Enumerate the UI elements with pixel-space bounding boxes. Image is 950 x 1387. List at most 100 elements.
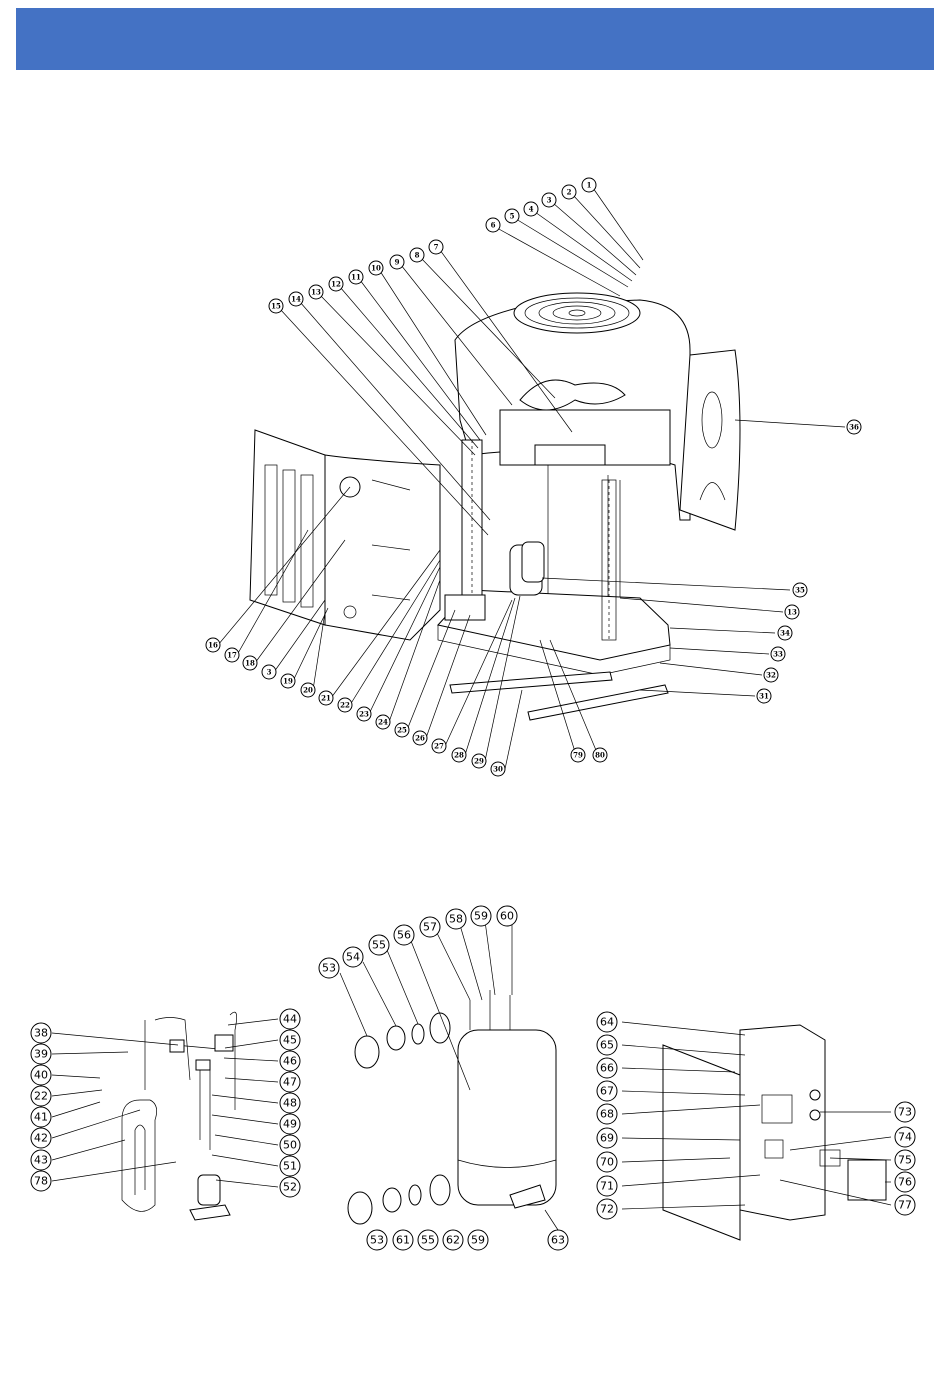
svg-text:11: 11 bbox=[351, 273, 361, 282]
svg-text:51: 51 bbox=[283, 1160, 297, 1173]
svg-text:38: 38 bbox=[34, 1027, 48, 1040]
callout-label: 76 bbox=[895, 1172, 915, 1192]
svg-text:43: 43 bbox=[34, 1154, 48, 1167]
callout-label: 28 bbox=[452, 748, 466, 762]
callout-label: 4 bbox=[524, 202, 538, 216]
svg-text:75: 75 bbox=[898, 1154, 912, 1167]
callout-label: 77 bbox=[895, 1195, 915, 1215]
callout-label: 25 bbox=[395, 723, 409, 737]
callout-label: 9 bbox=[390, 255, 404, 269]
svg-text:70: 70 bbox=[600, 1156, 614, 1169]
svg-text:20: 20 bbox=[303, 686, 313, 695]
callout-label: 18 bbox=[243, 656, 257, 670]
refrigerant-callouts: 38 39 40 22 41 42 43 78 44 45 46 47 48 4… bbox=[31, 1009, 300, 1197]
svg-text:55: 55 bbox=[421, 1234, 435, 1247]
callout-label: 47 bbox=[280, 1072, 300, 1092]
callout-label: 43 bbox=[31, 1150, 51, 1170]
svg-text:63: 63 bbox=[551, 1234, 565, 1247]
callout-label: 72 bbox=[597, 1199, 617, 1219]
svg-text:52: 52 bbox=[283, 1181, 297, 1194]
callout-label: 70 bbox=[597, 1152, 617, 1172]
svg-text:67: 67 bbox=[600, 1085, 614, 1098]
heat-exchanger-drawing bbox=[348, 990, 556, 1224]
callout-label: 49 bbox=[280, 1114, 300, 1134]
callout-label: 16 bbox=[206, 638, 220, 652]
callout-label: 59 bbox=[468, 1230, 488, 1250]
callout-label: 56 bbox=[394, 925, 414, 945]
callout-label: 1 bbox=[582, 178, 596, 192]
svg-text:57: 57 bbox=[423, 921, 437, 934]
callout-label: 34 bbox=[778, 626, 792, 640]
svg-text:66: 66 bbox=[600, 1062, 614, 1075]
main-unit-drawing bbox=[250, 293, 740, 720]
svg-text:28: 28 bbox=[454, 751, 464, 760]
svg-text:23: 23 bbox=[359, 710, 369, 719]
callout-label: 54 bbox=[343, 947, 363, 967]
svg-text:45: 45 bbox=[283, 1034, 297, 1047]
svg-text:18: 18 bbox=[245, 659, 255, 668]
callout-label: 41 bbox=[31, 1107, 51, 1127]
callout-label: 10 bbox=[369, 261, 383, 275]
callout-label: 44 bbox=[280, 1009, 300, 1029]
callout-label: 32 bbox=[764, 668, 778, 682]
svg-text:25: 25 bbox=[397, 726, 407, 735]
svg-text:26: 26 bbox=[415, 734, 425, 743]
svg-text:62: 62 bbox=[446, 1234, 460, 1247]
svg-text:41: 41 bbox=[34, 1111, 48, 1124]
svg-text:22: 22 bbox=[34, 1090, 48, 1103]
svg-text:59: 59 bbox=[474, 910, 488, 923]
callout-label: 67 bbox=[597, 1081, 617, 1101]
callout-label: 8 bbox=[410, 248, 424, 262]
svg-text:56: 56 bbox=[397, 929, 411, 942]
svg-text:65: 65 bbox=[600, 1039, 614, 1052]
svg-text:31: 31 bbox=[759, 692, 769, 701]
callout-label: 52 bbox=[280, 1177, 300, 1197]
svg-text:32: 32 bbox=[766, 671, 776, 680]
callout-label: 61 bbox=[393, 1230, 413, 1250]
callout-label: 21 bbox=[319, 691, 333, 705]
svg-text:21: 21 bbox=[321, 694, 331, 703]
svg-text:3: 3 bbox=[267, 668, 272, 677]
svg-text:73: 73 bbox=[898, 1106, 912, 1119]
callout-label: 73 bbox=[895, 1102, 915, 1122]
callout-label: 38 bbox=[31, 1023, 51, 1043]
callout-label: 78 bbox=[31, 1171, 51, 1191]
callout-label: 57 bbox=[420, 917, 440, 937]
callout-label: 53 bbox=[319, 958, 339, 978]
svg-text:40: 40 bbox=[34, 1069, 48, 1082]
callout-label: 22 bbox=[338, 698, 352, 712]
svg-text:10: 10 bbox=[371, 264, 381, 273]
callout-label: 58 bbox=[446, 909, 466, 929]
svg-text:17: 17 bbox=[227, 651, 237, 660]
svg-text:7: 7 bbox=[434, 243, 439, 252]
svg-text:6: 6 bbox=[491, 221, 496, 230]
svg-text:3: 3 bbox=[547, 196, 552, 205]
svg-text:33: 33 bbox=[773, 650, 783, 659]
callout-label: 71 bbox=[597, 1176, 617, 1196]
callout-label: 53 bbox=[367, 1230, 387, 1250]
callout-label: 51 bbox=[280, 1156, 300, 1176]
svg-text:8: 8 bbox=[415, 251, 420, 260]
svg-text:15: 15 bbox=[271, 302, 281, 311]
svg-text:29: 29 bbox=[474, 757, 484, 766]
svg-text:76: 76 bbox=[898, 1176, 912, 1189]
svg-text:13: 13 bbox=[311, 288, 321, 297]
svg-text:9: 9 bbox=[395, 258, 400, 267]
svg-text:44: 44 bbox=[283, 1013, 297, 1026]
callout-label: 33 bbox=[771, 647, 785, 661]
callout-label: 5 bbox=[505, 209, 519, 223]
callout-label: 64 bbox=[597, 1012, 617, 1032]
callout-label: 40 bbox=[31, 1065, 51, 1085]
svg-text:39: 39 bbox=[34, 1048, 48, 1061]
svg-text:80: 80 bbox=[595, 751, 605, 760]
svg-text:14: 14 bbox=[291, 295, 301, 304]
callout-label: 69 bbox=[597, 1128, 617, 1148]
callout-label: 60 bbox=[497, 906, 517, 926]
callout-label: 22 bbox=[31, 1086, 51, 1106]
callout-label: 55 bbox=[369, 935, 389, 955]
callout-label: 50 bbox=[280, 1135, 300, 1155]
svg-text:5: 5 bbox=[510, 212, 515, 221]
callout-label: 27 bbox=[432, 739, 446, 753]
svg-text:22: 22 bbox=[340, 701, 350, 710]
svg-text:30: 30 bbox=[493, 765, 503, 774]
